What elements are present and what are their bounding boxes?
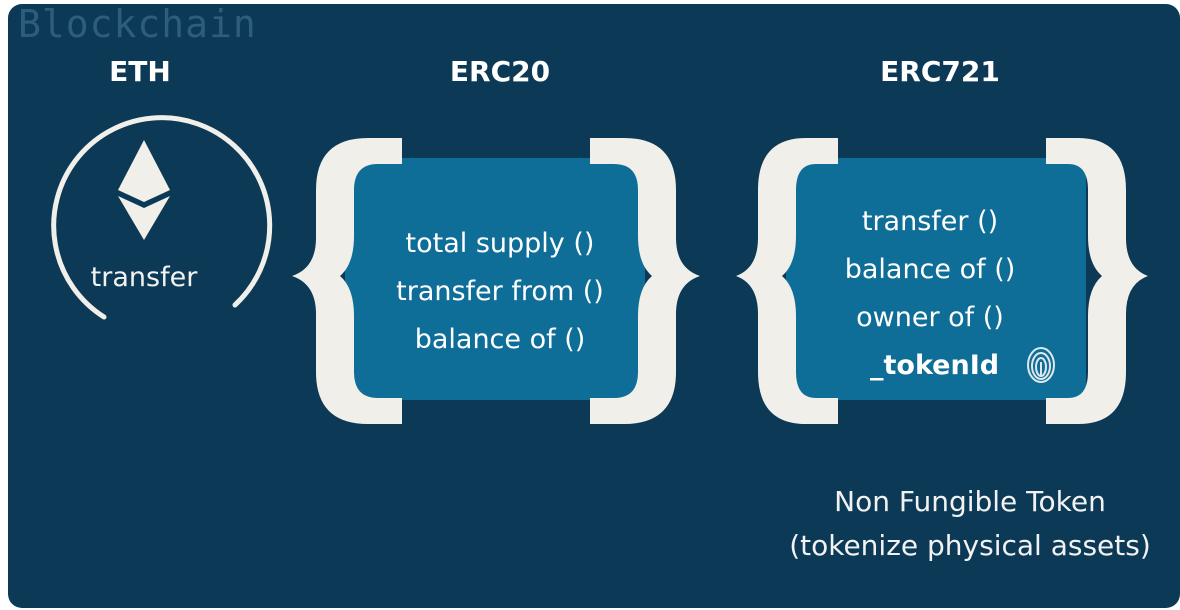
erc20-right-brace <box>590 138 700 424</box>
erc721-function: transfer () <box>861 206 999 237</box>
eth-circle <box>51 115 273 320</box>
fingerprint-icon <box>1027 347 1055 383</box>
erc20-functions: total supply () transfer from () balance… <box>350 220 650 364</box>
erc20-function: total supply () <box>405 228 595 259</box>
erc20-box <box>345 158 645 400</box>
ethereum-icon <box>118 140 170 240</box>
erc20-heading: ERC20 <box>449 55 551 88</box>
nft-caption-line2: (tokenize physical assets) <box>789 529 1151 562</box>
nft-caption-line1: Non Fungible Token <box>834 485 1106 518</box>
erc20-function: balance of () <box>414 324 586 355</box>
eth-heading: ETH <box>109 55 171 88</box>
nft-caption: Non Fungible Token (tokenize physical as… <box>760 480 1180 568</box>
erc721-left-brace <box>736 138 838 424</box>
erc721-function: owner of () <box>856 302 1004 333</box>
eth-transfer-label: transfer <box>90 262 198 293</box>
erc721-box <box>786 158 1086 400</box>
token-id-label: _tokenId <box>870 350 1000 381</box>
watermark: Blockchain <box>18 2 257 46</box>
erc20-left-brace <box>292 138 402 424</box>
erc721-functions: transfer () balance of () owner of () <box>790 198 1070 342</box>
erc721-right-brace <box>1046 138 1148 424</box>
erc721-function: balance of () <box>844 254 1016 285</box>
erc20-function: transfer from () <box>396 276 604 307</box>
erc721-heading: ERC721 <box>880 55 1000 88</box>
